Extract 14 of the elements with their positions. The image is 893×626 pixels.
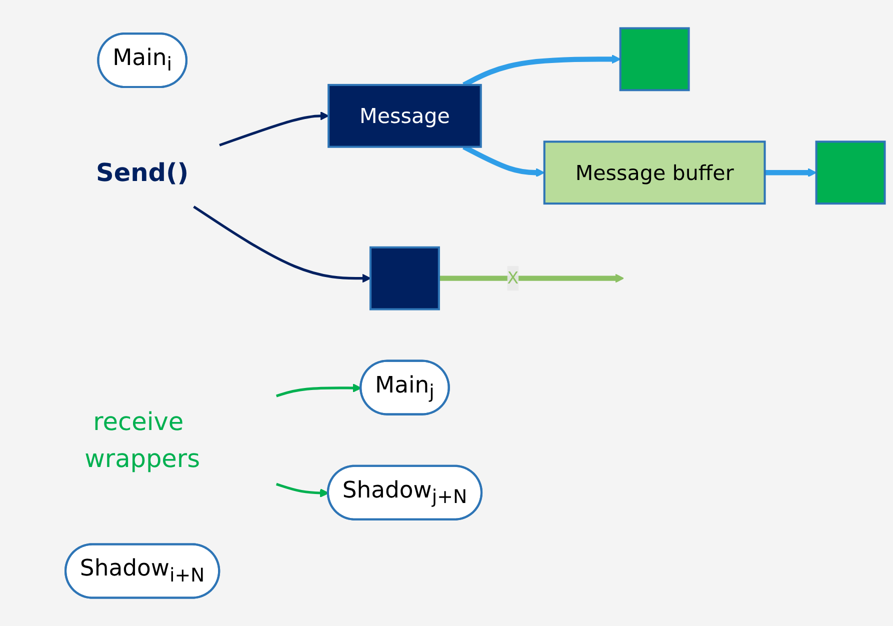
arrow	[764, 168, 817, 178]
node-box	[815, 140, 886, 205]
arrow	[193, 206, 371, 283]
node-text: Send()	[96, 158, 189, 188]
arrow	[219, 111, 329, 146]
node-text: receive wrappers	[84, 407, 200, 474]
node-box: Message	[328, 84, 482, 148]
node-box	[369, 246, 440, 310]
edge-label: X	[507, 268, 519, 288]
node-box	[619, 27, 690, 92]
node-box: Message buffer	[543, 140, 766, 205]
arrow	[276, 482, 329, 498]
arrow	[438, 274, 624, 283]
arrow	[276, 383, 362, 398]
